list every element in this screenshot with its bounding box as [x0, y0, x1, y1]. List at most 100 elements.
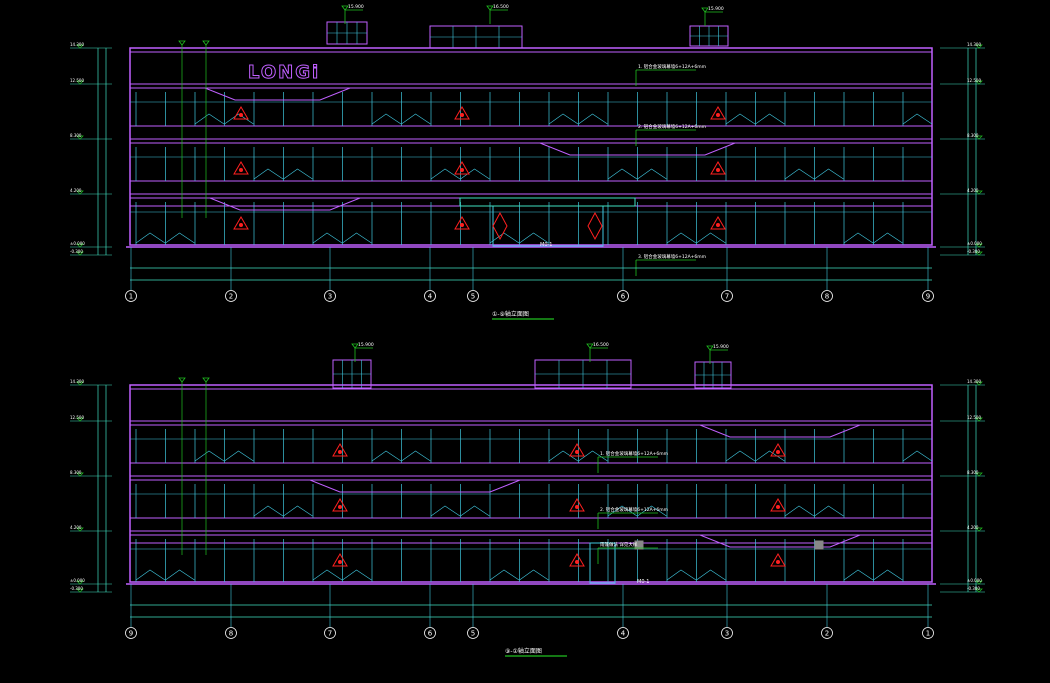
level-triangle-icon [178, 40, 186, 46]
axis-label: 9 [926, 293, 930, 301]
axis-label: 2 [825, 630, 829, 638]
red-sign-dot [239, 168, 243, 172]
axis-bubble [424, 290, 436, 302]
axis-bubble [617, 627, 629, 639]
level-text: 8.300 [70, 133, 82, 138]
window-opening-symbol [814, 505, 844, 517]
window-opening-symbol [489, 569, 520, 581]
level-text: ±0.000 [70, 241, 85, 246]
level-triangle-icon [76, 527, 84, 532]
note-text: 3. 铝合金玻璃幕墙6+12A+6mm [638, 253, 706, 260]
window-opening-symbol [666, 232, 697, 244]
axis-bubble [324, 290, 336, 302]
level-triangle-icon [975, 417, 983, 422]
note-text: 2. 铝合金玻璃幕墙6+12A+6mm [638, 123, 706, 130]
window-opening-symbol [135, 232, 166, 244]
red-sign-dot [716, 223, 720, 227]
axis-bubble [125, 290, 137, 302]
axis-label: 1 [926, 630, 930, 638]
level-text: -0.300 [70, 586, 83, 591]
logo-text: LONGi [248, 62, 320, 83]
axis-label: 9 [129, 630, 133, 638]
level-text: 4.200 [967, 188, 979, 193]
level-triangle-icon [76, 417, 84, 422]
window-opening-symbol [283, 505, 313, 517]
window-opening-symbol [342, 569, 372, 581]
roof-level-text: 15.900 [708, 6, 724, 12]
axis-label: 4 [621, 630, 626, 638]
axis-label: 7 [328, 630, 332, 638]
window-opening-symbol [165, 232, 195, 244]
recess-outline [130, 479, 932, 493]
red-sign-dot [776, 450, 780, 454]
level-triangle-icon [975, 580, 983, 585]
window-opening-symbol [371, 450, 402, 462]
axis-bubble [922, 290, 934, 302]
red-sign-dot [239, 113, 243, 117]
roof-level-text: 15.900 [713, 344, 729, 350]
red-sign-dot [575, 560, 579, 564]
level-triangle-icon [202, 377, 210, 383]
window-opening-symbol [666, 569, 697, 581]
facade-outline [129, 384, 933, 583]
window-opening-symbol [312, 232, 343, 244]
window-opening-symbol [253, 505, 284, 517]
door-label: M0-1 [637, 579, 649, 585]
recess-outline [130, 142, 932, 156]
window-opening-symbol [342, 232, 372, 244]
window-opening-symbol [460, 168, 490, 180]
level-triangle-icon [975, 472, 983, 477]
axis-label: 5 [471, 630, 475, 638]
window-opening-symbol [755, 450, 785, 462]
axis-bubble [467, 627, 479, 639]
level-text: -0.300 [967, 586, 980, 591]
axis-label: 4 [428, 293, 433, 301]
window-opening-symbol [224, 113, 254, 125]
window-opening-symbol [194, 450, 225, 462]
door-symbol [587, 211, 603, 241]
window-opening-symbol [637, 168, 667, 180]
red-sign-dot [776, 505, 780, 509]
window-opening-symbol [784, 505, 815, 517]
red-sign-icon [332, 553, 348, 567]
note-text: 雨篷做法 详见大样 [600, 541, 638, 548]
axis-bubble [721, 290, 733, 302]
level-text: ±0.000 [70, 578, 85, 583]
level-triangle-icon [975, 190, 983, 195]
red-sign-icon [454, 161, 470, 175]
axis-bubble [721, 627, 733, 639]
level-text: 4.200 [70, 188, 82, 193]
red-sign-dot [239, 223, 243, 227]
level-triangle-icon [975, 527, 983, 532]
level-triangle-icon [341, 5, 349, 11]
axis-label: 7 [725, 293, 729, 301]
window-opening-symbol [224, 450, 254, 462]
axis-bubble [225, 290, 237, 302]
window-opening-symbol [755, 113, 785, 125]
window-opening-symbol [607, 168, 638, 180]
window-opening-symbol [489, 232, 520, 244]
recess-outline [130, 197, 932, 211]
level-triangle-icon [975, 251, 983, 256]
canopy-block [634, 540, 644, 550]
red-sign-dot [716, 113, 720, 117]
entrance-frame [589, 542, 616, 584]
axis-label: 5 [471, 293, 475, 301]
level-text: 8.300 [70, 470, 82, 475]
note-text: 1. 铝合金玻璃幕墙6+12A+6mm [600, 450, 668, 457]
recess-outline [130, 424, 932, 438]
level-triangle-icon [975, 44, 983, 49]
level-triangle-icon [76, 588, 84, 593]
window-opening-symbol [902, 450, 933, 462]
window-opening-symbol [371, 113, 402, 125]
axis-label: 1 [129, 293, 133, 301]
axis-bubble [821, 290, 833, 302]
window-opening-symbol [519, 569, 549, 581]
red-sign-dot [460, 168, 464, 172]
recess-outline [130, 534, 932, 548]
red-sign-dot [460, 223, 464, 227]
level-triangle-icon [706, 345, 714, 351]
level-triangle-icon [76, 381, 84, 386]
level-text: 14.300 [967, 379, 981, 384]
